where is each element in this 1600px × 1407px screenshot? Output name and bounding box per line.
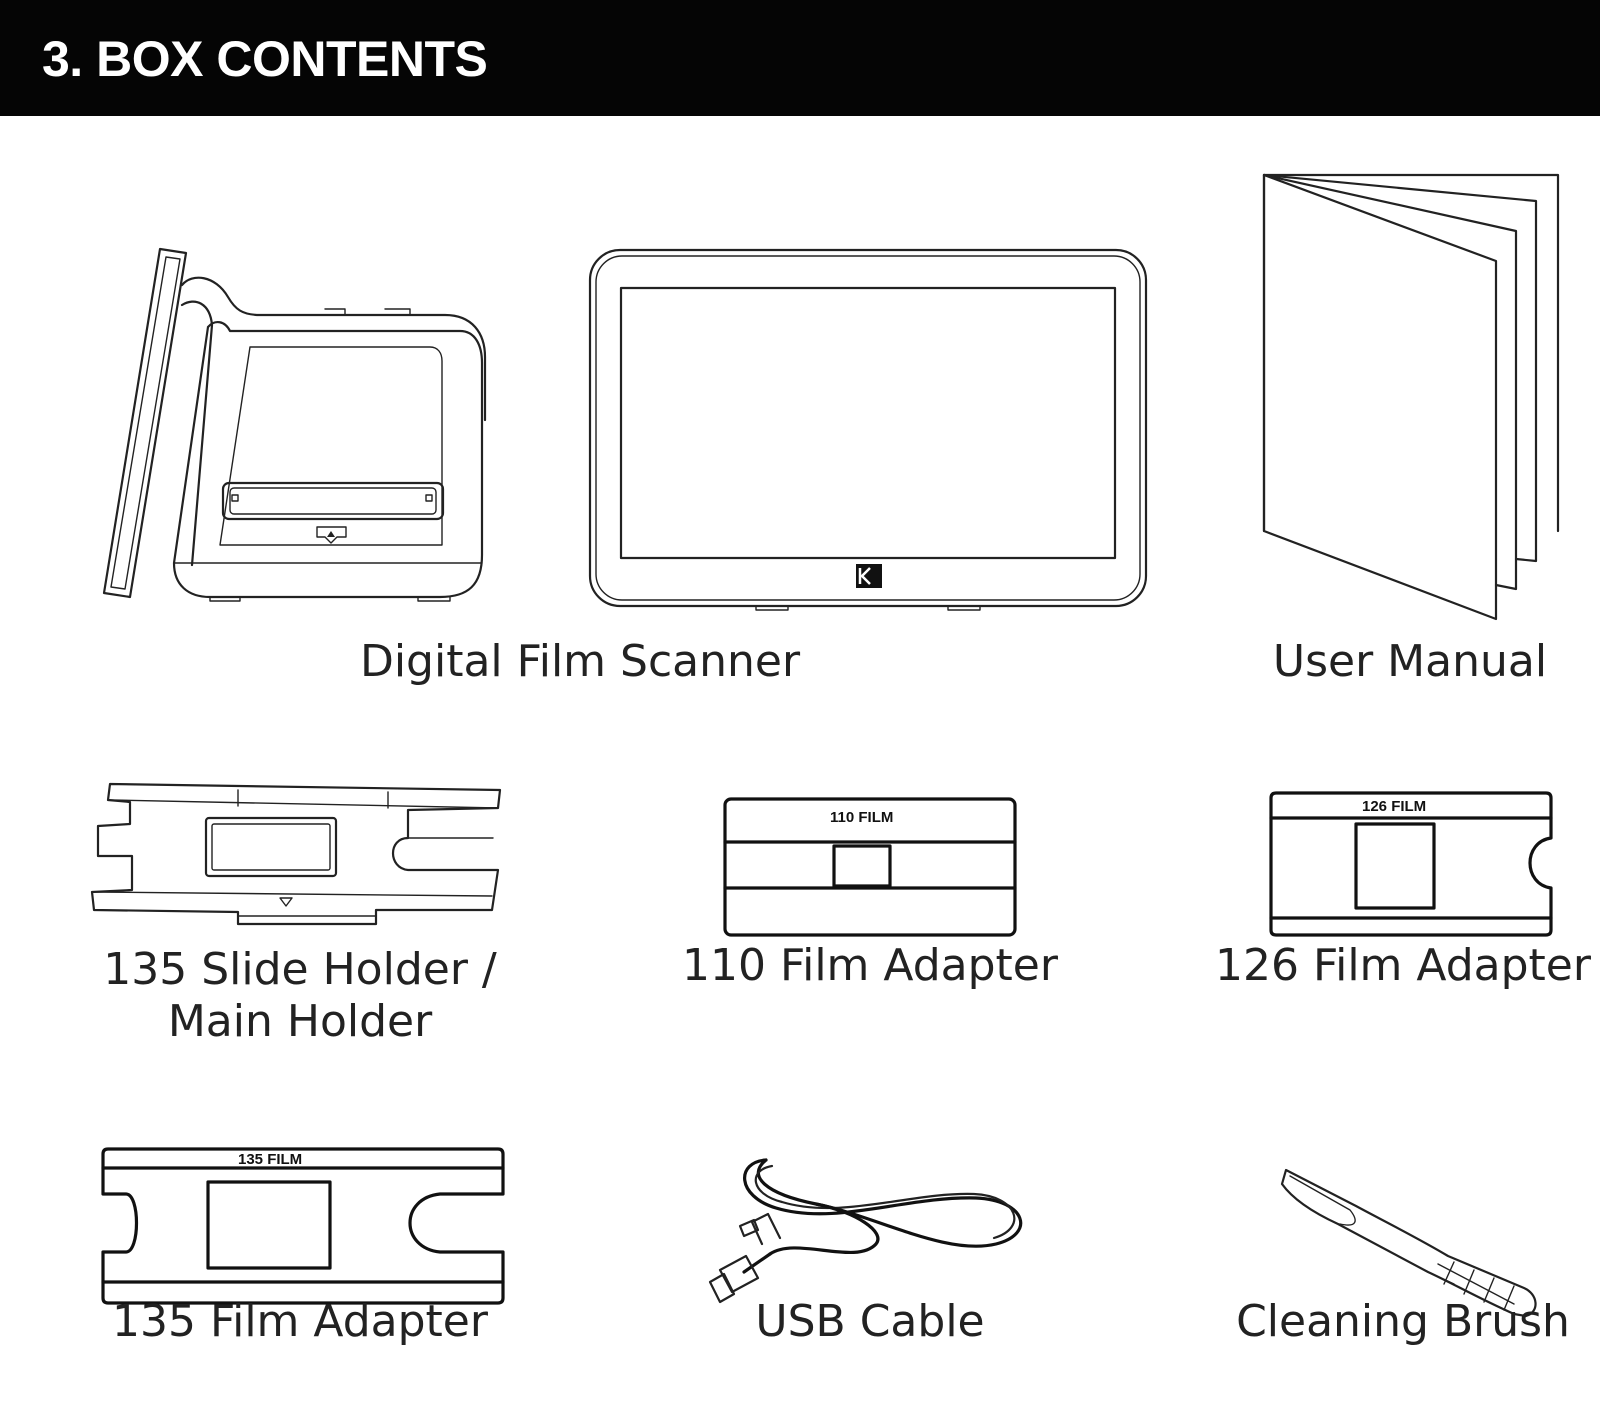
126-adapter-stamp: 126 FILM bbox=[1362, 798, 1426, 815]
slide-holder-caption: 135 Slide Holder / Main Holder bbox=[80, 944, 520, 1048]
slide-holder-caption-line1: 135 Slide Holder / bbox=[103, 944, 497, 995]
cleaning-brush-illustration bbox=[1278, 1166, 1548, 1320]
manual-caption: User Manual bbox=[1272, 636, 1548, 687]
scanner-side-illustration bbox=[100, 245, 500, 615]
110-adapter-stamp: 110 FILM bbox=[830, 809, 893, 826]
scanner-front-illustration bbox=[588, 248, 1150, 618]
section-title: 3. BOX CONTENTS bbox=[42, 31, 488, 87]
135-adapter-caption: 135 Film Adapter bbox=[112, 1296, 488, 1347]
110-adapter-caption: 110 Film Adapter bbox=[682, 940, 1058, 991]
section-header: 3. BOX CONTENTS bbox=[0, 0, 1600, 116]
126-adapter-caption: 126 Film Adapter bbox=[1215, 940, 1591, 991]
user-manual-illustration bbox=[1262, 173, 1562, 633]
126-adapter-illustration: 126 FILM bbox=[1268, 790, 1554, 938]
usb-cable-caption: USB Cable bbox=[755, 1296, 985, 1347]
slide-holder-caption-line2: Main Holder bbox=[167, 996, 433, 1047]
brush-caption: Cleaning Brush bbox=[1236, 1296, 1570, 1347]
110-adapter-illustration: 110 FILM bbox=[722, 796, 1018, 938]
135-adapter-illustration: 135 FILM bbox=[100, 1146, 506, 1306]
135-adapter-stamp: 135 FILM bbox=[238, 1151, 302, 1168]
scanner-caption: Digital Film Scanner bbox=[359, 636, 801, 687]
usb-cable-illustration bbox=[706, 1156, 1038, 1306]
slide-holder-illustration bbox=[88, 778, 518, 944]
